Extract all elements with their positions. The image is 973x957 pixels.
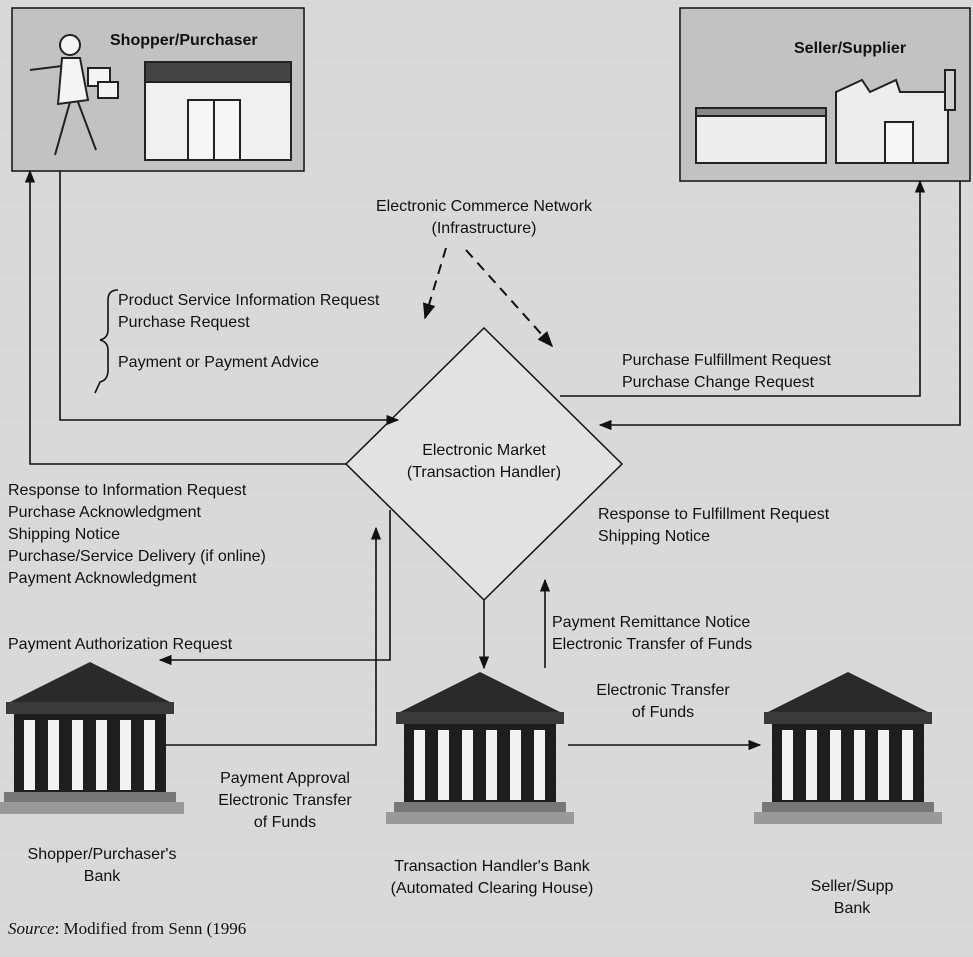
transfer-line2: of Funds <box>631 704 695 721</box>
fulfillment-request-labels: Purchase Fulfillment Request Purchase Ch… <box>622 350 831 394</box>
source-note-label: Source <box>8 919 55 938</box>
fulfillment-label-line1: Purchase Fulfillment Request <box>622 352 831 369</box>
bank-building-icon <box>754 672 942 824</box>
remittance-line1: Payment Remittance Notice <box>552 614 751 631</box>
response-label-line1: Response to Information Request <box>8 482 247 499</box>
fulfillment-label-line2: Purchase Change Request <box>622 374 815 391</box>
storefront-icon <box>144 61 292 161</box>
shopper-bank-label: Shopper/Purchaser's Bank <box>2 844 202 888</box>
network-dashed-links <box>423 247 554 348</box>
seller-bank-line1: Seller/Supp <box>810 878 894 895</box>
bank-building-icon <box>386 672 574 824</box>
request-label-line1: Product Service Information Request <box>118 292 380 309</box>
fulfillment-response-labels: Response to Fulfillment Request Shipping… <box>598 504 829 548</box>
network-label-line2: (Infrastructure) <box>431 220 537 237</box>
response-label-line4: Purchase/Service Delivery (if online) <box>8 548 266 565</box>
source-note: Source: Modified from Senn (1996 <box>8 918 246 940</box>
shopper-box <box>11 7 305 172</box>
market-label: Electronic Market (Transaction Handler) <box>384 440 584 484</box>
response-label-line3: Shipping Notice <box>8 526 121 543</box>
remittance-line2: Electronic Transfer of Funds <box>552 636 753 653</box>
shopper-request-labels: Product Service Information Request Purc… <box>118 290 379 374</box>
shopper-response-labels: Response to Information Request Purchase… <box>8 480 266 590</box>
network-label-line1: Electronic Commerce Network <box>375 198 593 215</box>
shopper-bank-line1: Shopper/Purchaser's <box>27 846 177 863</box>
payment-approval-labels: Payment Approval Electronic Transfer of … <box>200 768 370 834</box>
approval-line2: Electronic Transfer <box>218 792 352 809</box>
market-label-line1: Electronic Market <box>422 442 546 459</box>
approval-line3: of Funds <box>253 814 317 831</box>
factory-icon <box>695 69 956 164</box>
shopper-bank-line2: Bank <box>83 868 121 885</box>
source-note-text: : Modified from Senn (1996 <box>54 919 247 938</box>
seller-response-line2: Shipping Notice <box>598 528 711 545</box>
transfer-line1: Electronic Transfer <box>596 682 730 699</box>
response-label-line5: Payment Acknowledgment <box>8 570 197 587</box>
seller-bank-label: Seller/Supp Bank <box>772 876 932 920</box>
market-label-line2: (Transaction Handler) <box>406 464 562 481</box>
approval-line1: Payment Approval <box>220 770 350 787</box>
remittance-labels: Payment Remittance Notice Electronic Tra… <box>552 612 752 656</box>
seller-bank-line2: Bank <box>833 900 871 917</box>
person-with-packages-icon <box>29 34 119 156</box>
shopper-title: Shopper/Purchaser <box>110 32 258 49</box>
seller-title: Seller/Supplier <box>794 40 907 57</box>
payment-authorization-label: Payment Authorization Request <box>8 636 233 653</box>
handler-bank-label: Transaction Handler's Bank (Automated Cl… <box>362 856 622 900</box>
request-bracket <box>94 289 119 394</box>
request-label-line3: Payment or Payment Advice <box>118 354 319 371</box>
bank-building-icon <box>0 662 184 814</box>
handler-bank-line2: (Automated Clearing House) <box>390 880 594 897</box>
response-label-line2: Purchase Acknowledgment <box>8 504 201 521</box>
seller-box <box>679 7 971 182</box>
request-label-line2: Purchase Request <box>118 314 250 331</box>
handler-bank-line1: Transaction Handler's Bank <box>394 858 590 875</box>
network-label: Electronic Commerce Network (Infrastruct… <box>346 196 622 240</box>
flow-connectors <box>24 169 961 751</box>
seller-response-line1: Response to Fulfillment Request <box>598 506 830 523</box>
transfer-labels: Electronic Transfer of Funds <box>574 680 752 724</box>
